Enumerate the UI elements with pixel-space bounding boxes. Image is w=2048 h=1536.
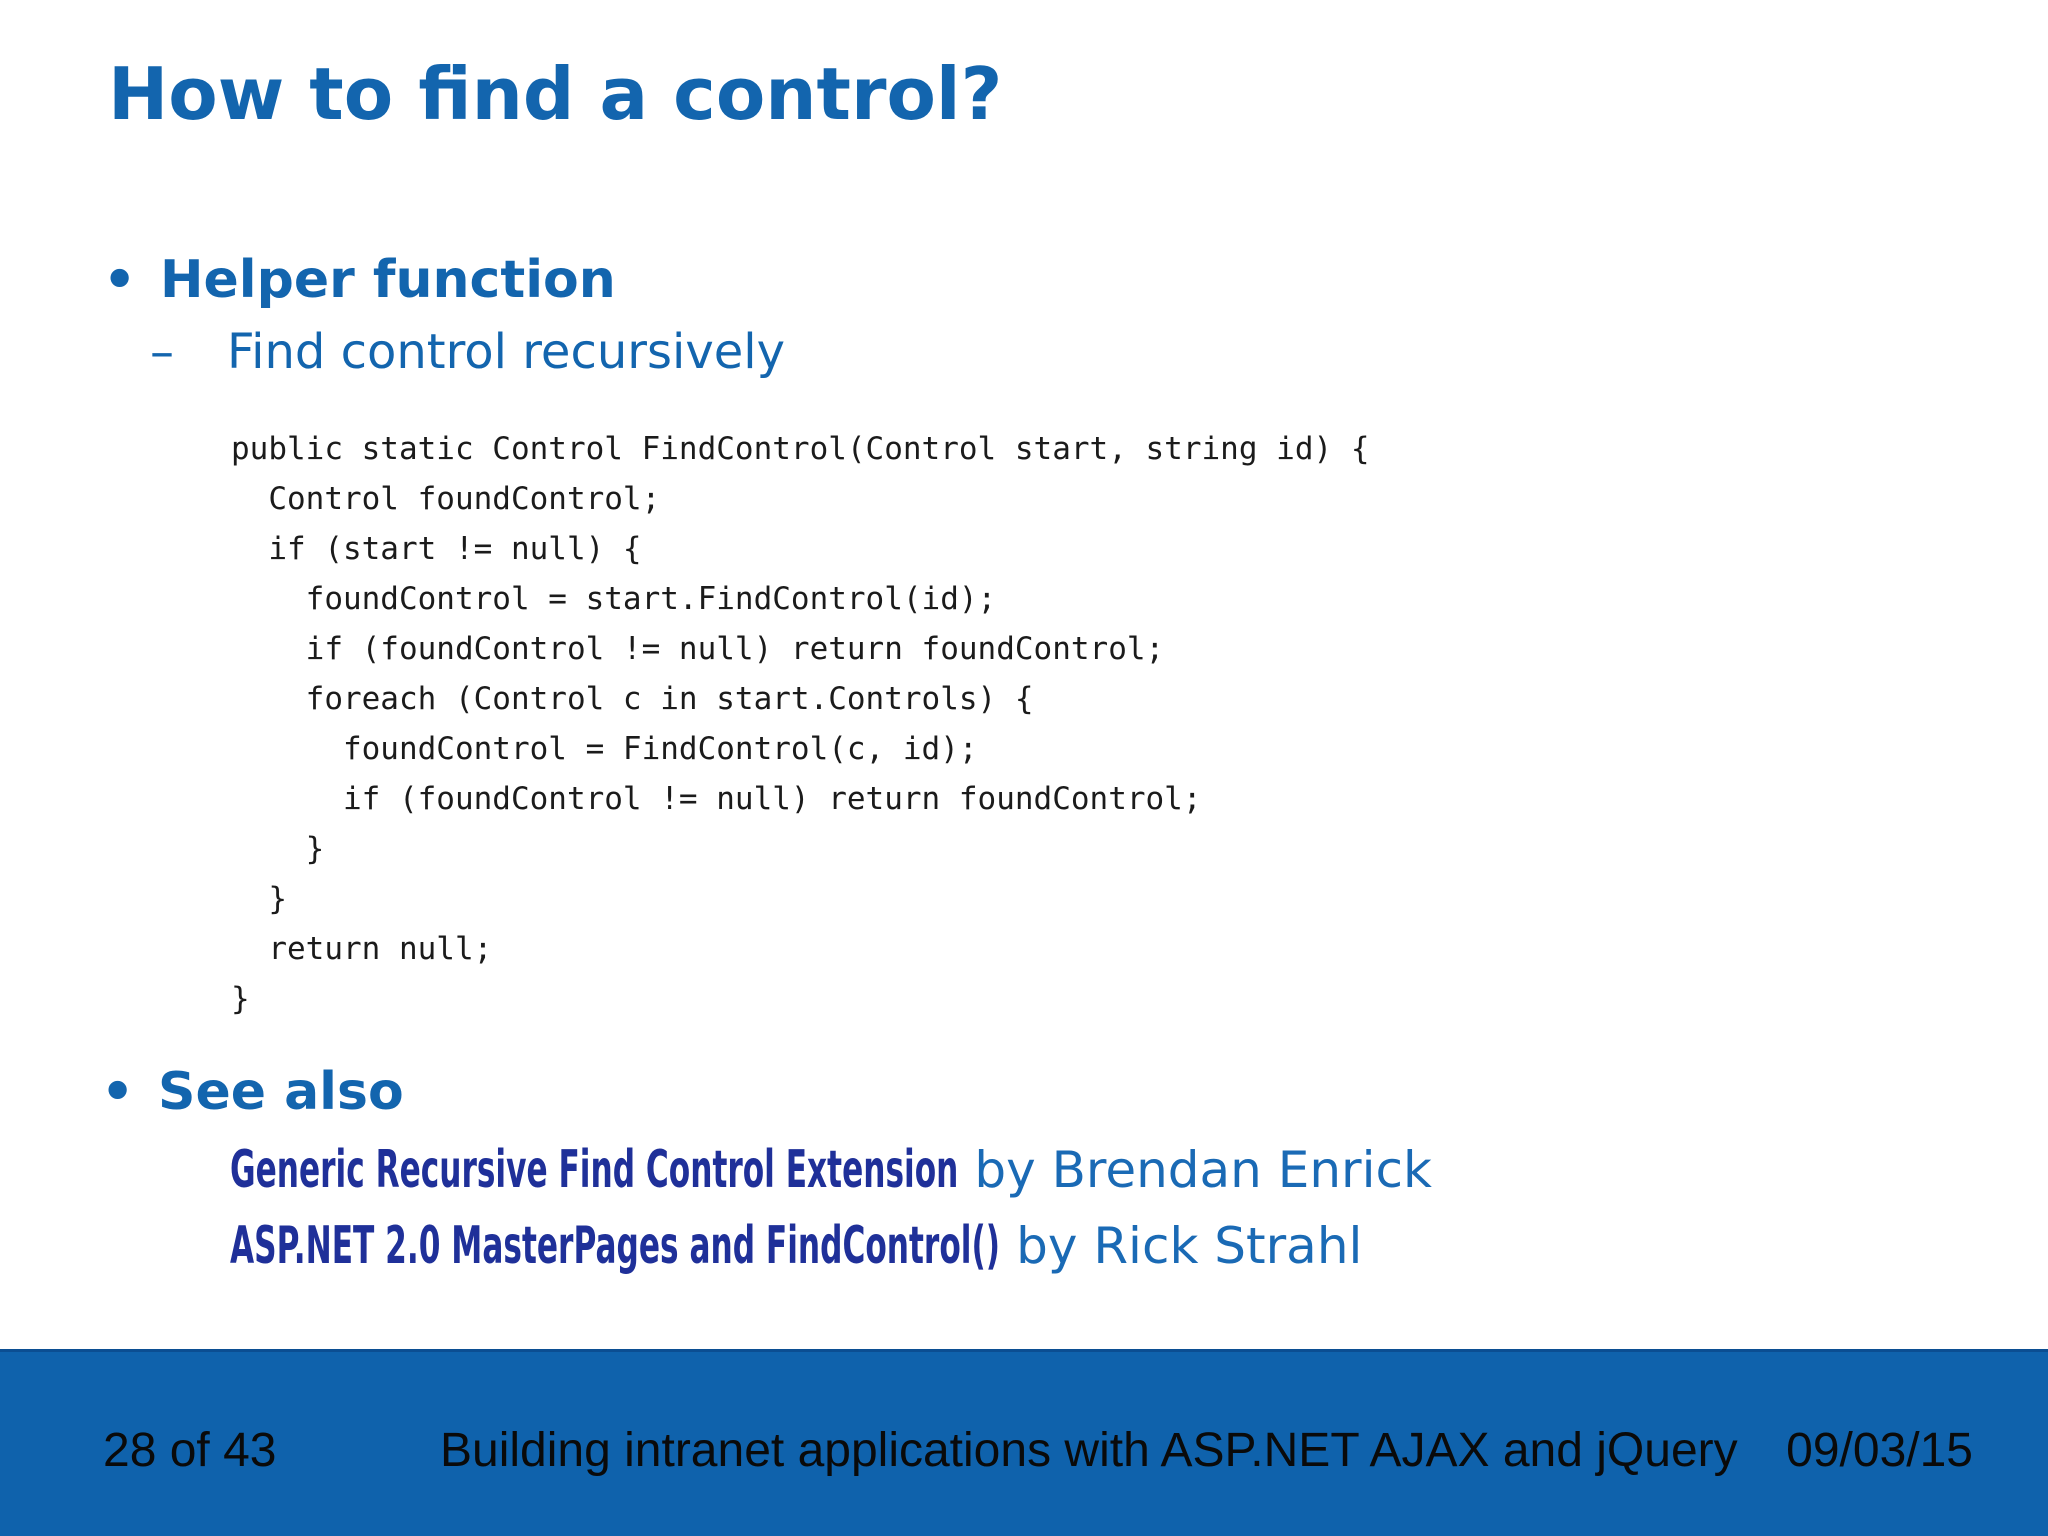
footer-page-number: 28 of 43 xyxy=(103,1424,277,1477)
link-aspnet-masterpages-findcontrol[interactable]: ASP.NET 2.0 MasterPages and FindControl(… xyxy=(230,1216,1000,1276)
slide-title: How to find a control? xyxy=(108,52,1003,136)
bullet-dot-icon: • xyxy=(103,250,137,310)
bullet-helper-function: • Helper function xyxy=(103,250,616,310)
link-generic-recursive-find-control-extension[interactable]: Generic Recursive Find Control Extension xyxy=(230,1140,959,1200)
code-block: public static Control FindControl(Contro… xyxy=(231,431,1370,1017)
bullet-dot-icon: • xyxy=(101,1062,135,1122)
see-also-item-1: Generic Recursive Find Control Extension… xyxy=(230,1140,1432,1200)
dash-bullet-icon: – xyxy=(150,324,174,380)
footer-deck-title: Building intranet applications with ASP.… xyxy=(440,1424,1738,1477)
sub-bullet-find-control: – Find control recursively xyxy=(150,324,786,380)
link-byline-rick-strahl: by Rick Strahl xyxy=(1016,1217,1363,1275)
footer-date: 09/03/15 xyxy=(1786,1424,1973,1477)
bullet-see-also-label: See also xyxy=(158,1062,404,1122)
link-byline-brendan-enrick: by Brendan Enrick xyxy=(974,1141,1432,1199)
bullet-see-also: • See also xyxy=(101,1062,404,1122)
bullet-helper-function-label: Helper function xyxy=(160,250,616,310)
see-also-item-2: ASP.NET 2.0 MasterPages and FindControl(… xyxy=(230,1216,1362,1276)
sub-bullet-label: Find control recursively xyxy=(227,324,786,380)
footer-bar: 28 of 43 Building intranet applications … xyxy=(0,1349,2048,1536)
